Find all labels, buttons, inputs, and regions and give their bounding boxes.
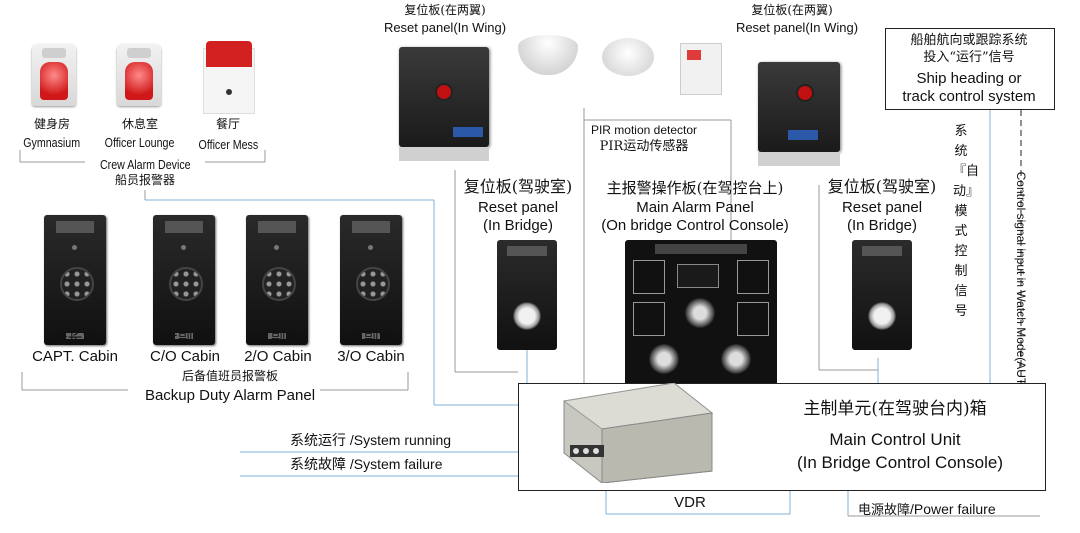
reset-wing-right-zh: 复位板(在两翼) bbox=[751, 3, 833, 17]
2o-zh-label: 二副室 bbox=[255, 329, 301, 347]
3o-backup-panel bbox=[340, 215, 402, 345]
mess-zh-label: 餐厅 bbox=[215, 117, 240, 131]
reset-bridge-right-en2: (In Bridge) bbox=[846, 217, 918, 234]
main-control-unit-device bbox=[562, 383, 714, 483]
ship-heading-zh1: 船舶航向或跟踪系统 bbox=[910, 33, 1028, 48]
lounge-en-label: Officer Lounge bbox=[105, 135, 175, 150]
gym-alarm-device bbox=[32, 44, 76, 106]
output-system-failure: 系统故障 /System failure bbox=[290, 456, 443, 472]
main-panel-en1: Main Alarm Panel bbox=[636, 199, 754, 216]
reset-bridge-left-zh: 复位板(驾驶室) bbox=[463, 177, 573, 196]
reset-bridge-left-device bbox=[497, 240, 557, 350]
ship-heading-en2: track control system bbox=[902, 88, 1036, 105]
mess-en-label: Officer Mess bbox=[198, 137, 258, 152]
ship-heading-en1: Ship heading or bbox=[916, 70, 1022, 87]
output-system-running: 系统运行 /System running bbox=[290, 432, 452, 448]
ship-heading-box bbox=[885, 28, 1055, 110]
output-vdr: VDR bbox=[674, 494, 706, 511]
lounge-alarm-device bbox=[117, 44, 161, 106]
reset-wing-left-zh: 复位板(在两翼) bbox=[404, 3, 486, 17]
gym-zh-label: 健身房 bbox=[33, 117, 70, 131]
reset-bridge-left-en1: Reset panel bbox=[477, 199, 559, 216]
mess-alarm-device bbox=[203, 41, 255, 114]
pir-round-detector bbox=[602, 38, 654, 76]
output-power-en: /Power failure bbox=[910, 501, 996, 517]
co-en-label: C/O Cabin bbox=[149, 348, 221, 365]
main-unit-zh: 主制单元(在驾驶台内)箱 bbox=[803, 399, 987, 419]
3o-en-label: 3/O Cabin bbox=[337, 348, 405, 365]
auto-mode-vertical-zh: 系统『自动』模式控制信号 bbox=[953, 124, 980, 319]
main-alarm-panel-device bbox=[625, 240, 777, 386]
2o-en-label: 2/O Cabin bbox=[244, 348, 312, 365]
reset-wing-left-device bbox=[399, 47, 489, 161]
reset-wing-right-en: Reset panel(In Wing) bbox=[735, 20, 859, 35]
crew-alarm-group-zh: 船员报警器 bbox=[114, 173, 175, 187]
pir-box-detector bbox=[680, 43, 722, 95]
main-unit-en2: (In Bridge Control Console) bbox=[797, 453, 1003, 472]
ship-heading-zh2: 投入“运行”信号 bbox=[923, 50, 1015, 65]
capt-backup-panel bbox=[44, 215, 106, 345]
auto-mode-vertical-en: Control signal input in Watch Mode(AUTO) bbox=[1014, 171, 1028, 399]
co-backup-panel bbox=[153, 215, 215, 345]
reset-bridge-right-device bbox=[852, 240, 912, 350]
reset-wing-right-device bbox=[758, 62, 840, 166]
2o-backup-panel bbox=[246, 215, 308, 345]
reset-wing-left-en: Reset panel(In Wing) bbox=[383, 20, 507, 35]
co-zh-label: 大副室 bbox=[162, 329, 208, 347]
reset-bridge-right-en1: Reset panel bbox=[841, 199, 923, 216]
main-panel-zh: 主报警操作板(在驾控台上) bbox=[606, 179, 784, 197]
pir-zh-label: PIR运动传感器 bbox=[599, 139, 689, 154]
output-power-zh: 电源故障 bbox=[858, 503, 911, 518]
backup-group-zh: 后备值班员报警板 bbox=[181, 369, 278, 383]
lounge-zh-label: 休息室 bbox=[121, 117, 158, 131]
backup-group-en: Backup Duty Alarm Panel bbox=[144, 387, 316, 404]
gym-en-label: Gymnasium bbox=[23, 135, 81, 150]
pir-en-label: PIR motion detector bbox=[590, 123, 698, 137]
capt-en-label: CAPT. Cabin bbox=[32, 348, 118, 365]
reset-bridge-left-en2: (In Bridge) bbox=[482, 217, 554, 234]
main-unit-en1: Main Control Unit bbox=[829, 430, 961, 449]
main-panel-en2: (On bridge Control Console) bbox=[601, 217, 789, 234]
capt-zh-label: 船长室 bbox=[52, 329, 98, 347]
reset-bridge-right-zh: 复位板(驾驶室) bbox=[827, 177, 937, 196]
3o-zh-label: 三副室 bbox=[348, 329, 394, 347]
crew-alarm-group-en: Crew Alarm Device bbox=[99, 157, 191, 172]
